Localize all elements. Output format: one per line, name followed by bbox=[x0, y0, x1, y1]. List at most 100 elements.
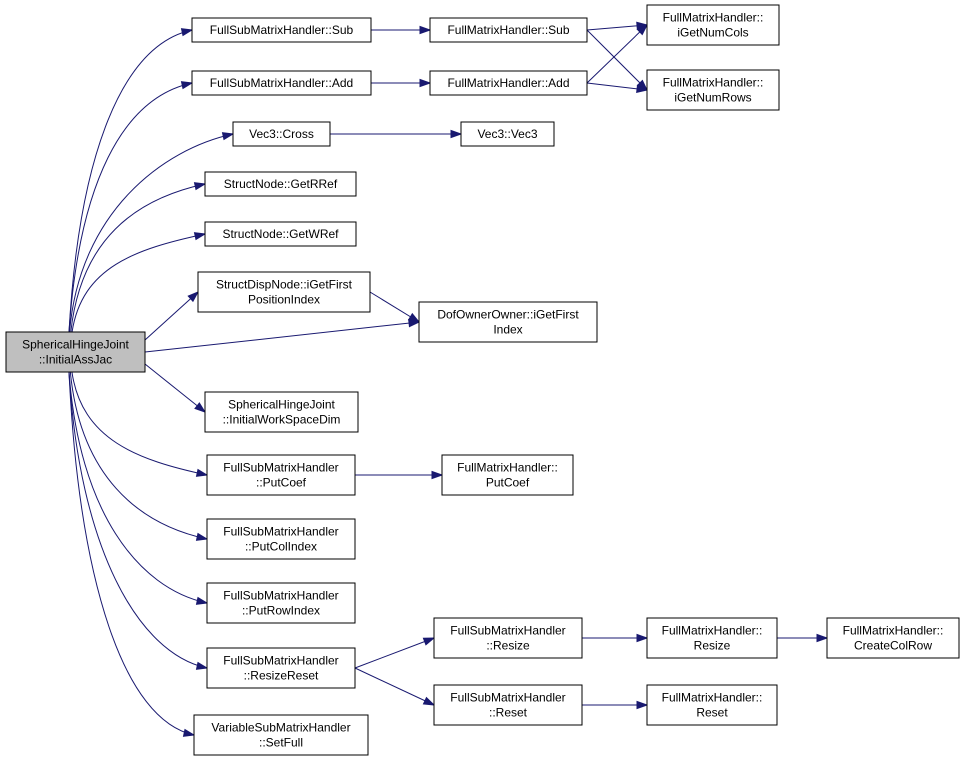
edges-layer bbox=[68, 21, 829, 737]
node-fsm-putcoef[interactable]: FullSubMatrixHandler::PutCoef bbox=[206, 454, 356, 496]
edge-root-to-sn-wref bbox=[71, 233, 206, 333]
node-box bbox=[204, 391, 359, 433]
edge-root-to-fsm-putrow bbox=[68, 371, 208, 604]
node-fsm-sub[interactable]: FullSubMatrixHandler::Sub bbox=[191, 17, 372, 43]
edge-fsm-resizereset-to-fsm-reset-arrowhead bbox=[422, 696, 436, 706]
node-box bbox=[206, 647, 356, 689]
edge-root-to-fsm-putcol-arrowhead bbox=[195, 532, 209, 541]
node-label-line: Vec3::Cross bbox=[249, 127, 314, 141]
edge-root-to-fsm-putcoef bbox=[71, 371, 208, 476]
node-box bbox=[441, 454, 574, 496]
node-label-line: FullSubMatrixHandler bbox=[450, 691, 565, 705]
node-root[interactable]: SphericalHingeJoint::InitialAssJac bbox=[5, 331, 146, 373]
node-label-line: StructNode::GetWRef bbox=[222, 227, 339, 241]
node-fm-rows[interactable]: FullMatrixHandler::iGetNumRows bbox=[646, 69, 780, 111]
edge-fsm-resizereset-to-fsm-reset bbox=[354, 667, 435, 706]
edge-fsm-resizereset-to-fsm-resize bbox=[354, 637, 435, 669]
node-sn-rref[interactable]: StructNode::GetRRef bbox=[204, 171, 357, 197]
node-box bbox=[646, 684, 778, 726]
node-box bbox=[193, 714, 369, 756]
node-label-line: ::SetFull bbox=[259, 736, 303, 750]
node-label-line: StructDispNode::iGetFirst bbox=[216, 278, 353, 292]
node-fm-resize[interactable]: FullMatrixHandler::Resize bbox=[646, 617, 778, 659]
node-label-line: DofOwnerOwner::iGetFirst bbox=[437, 308, 579, 322]
edge-root-to-vsm-setfull bbox=[68, 371, 195, 736]
node-box bbox=[646, 69, 780, 111]
node-label-line: Reset bbox=[696, 706, 728, 720]
node-fm-createcolrow[interactable]: FullMatrixHandler::CreateColRow bbox=[826, 617, 960, 659]
node-label-line: FullMatrixHandler:: bbox=[663, 11, 764, 25]
node-label-line: FullSubMatrixHandler::Sub bbox=[210, 23, 354, 37]
node-fsm-putrow[interactable]: FullSubMatrixHandler::PutRowIndex bbox=[206, 582, 356, 624]
node-vec-vec3[interactable]: Vec3::Vec3 bbox=[460, 121, 555, 147]
node-fm-sub[interactable]: FullMatrixHandler::Sub bbox=[429, 17, 588, 43]
edge-root-to-fsm-putcoef-arrowhead bbox=[195, 468, 209, 477]
node-label-line: FullSubMatrixHandler bbox=[223, 589, 338, 603]
node-label-line: FullSubMatrixHandler bbox=[223, 461, 338, 475]
edge-vec-cross-to-vec-vec3-arrowhead bbox=[450, 129, 463, 139]
node-fsm-resize[interactable]: FullSubMatrixHandler::Resize bbox=[433, 617, 583, 659]
node-label-line: PositionIndex bbox=[248, 293, 320, 307]
edge-fsm-resizereset-to-fsm-resize-arrowhead bbox=[422, 637, 436, 646]
edge-root-to-sdn-pos-arrowhead bbox=[187, 290, 200, 303]
edge-root-to-fsm-add bbox=[68, 82, 193, 333]
node-label-line: FullSubMatrixHandler bbox=[223, 654, 338, 668]
edge-root-to-sn-rref bbox=[70, 183, 206, 333]
node-label-line: PutCoef bbox=[486, 476, 530, 490]
node-label-line: FullMatrixHandler:: bbox=[662, 624, 763, 638]
node-sn-wref[interactable]: StructNode::GetWRef bbox=[204, 221, 357, 247]
node-fsm-reset[interactable]: FullSubMatrixHandler::Reset bbox=[433, 684, 583, 726]
node-box bbox=[232, 121, 331, 147]
edge-root-to-fsm-sub-arrowhead bbox=[180, 28, 194, 37]
node-fsm-putcol[interactable]: FullSubMatrixHandler::PutColIndex bbox=[206, 518, 356, 560]
node-vec-cross[interactable]: Vec3::Cross bbox=[232, 121, 331, 147]
edge-root-to-fsm-add-arrowhead bbox=[180, 81, 194, 90]
edge-root-to-vec-cross bbox=[69, 133, 234, 333]
edge-root-to-sn-rref-arrowhead bbox=[193, 182, 207, 191]
node-box bbox=[204, 171, 357, 197]
node-label-line: FullSubMatrixHandler bbox=[223, 525, 338, 539]
node-fm-reset[interactable]: FullMatrixHandler::Reset bbox=[646, 684, 778, 726]
node-fsm-resizereset[interactable]: FullSubMatrixHandler::ResizeReset bbox=[206, 647, 356, 689]
node-label-line: FullMatrixHandler:: bbox=[663, 76, 764, 90]
node-label-line: ::PutCoef bbox=[256, 476, 307, 490]
edge-root-to-shj-iwsd-arrowhead bbox=[194, 402, 207, 413]
node-label-line: FullMatrixHandler::Sub bbox=[447, 23, 569, 37]
node-fm-add[interactable]: FullMatrixHandler::Add bbox=[429, 70, 588, 96]
node-box bbox=[826, 617, 960, 659]
node-label-line: Resize bbox=[694, 639, 731, 653]
node-shj-iwsd[interactable]: SphericalHingeJoint::InitialWorkSpaceDim bbox=[204, 391, 359, 433]
node-box bbox=[460, 121, 555, 147]
edge-fm-sub-to-fm-rows bbox=[586, 29, 648, 91]
node-label-line: ::InitialAssJac bbox=[39, 353, 112, 367]
node-label-line: ::Reset bbox=[489, 706, 528, 720]
node-label-line: ::PutRowIndex bbox=[242, 604, 320, 618]
node-fsm-add[interactable]: FullSubMatrixHandler::Add bbox=[191, 70, 372, 96]
node-vsm-setfull[interactable]: VariableSubMatrixHandler::SetFull bbox=[193, 714, 369, 756]
node-label-line: FullMatrixHandler:: bbox=[457, 461, 558, 475]
edge-fsm-sub-to-fm-sub-arrowhead bbox=[419, 25, 432, 35]
edge-root-to-shj-iwsd bbox=[144, 363, 206, 413]
node-label-line: CreateColRow bbox=[854, 639, 932, 653]
edge-root-to-sn-wref-arrowhead bbox=[193, 232, 207, 241]
node-fm-cols[interactable]: FullMatrixHandler::iGetNumCols bbox=[646, 4, 780, 46]
node-box bbox=[433, 617, 583, 659]
edge-root-to-fsm-sub bbox=[68, 29, 193, 333]
node-fm-putcoef[interactable]: FullMatrixHandler::PutCoef bbox=[441, 454, 574, 496]
edge-root-to-sdn-pos bbox=[144, 291, 199, 341]
node-box bbox=[429, 17, 588, 43]
node-label-line: FullMatrixHandler::Add bbox=[447, 76, 569, 90]
node-label-line: ::InitialWorkSpaceDim bbox=[223, 413, 341, 427]
node-box bbox=[206, 454, 356, 496]
node-box bbox=[191, 17, 372, 43]
node-box bbox=[204, 221, 357, 247]
node-box bbox=[646, 4, 780, 46]
edge-root-to-fsm-resizereset bbox=[68, 371, 208, 669]
node-label-line: FullSubMatrixHandler::Add bbox=[210, 76, 353, 90]
edge-fsm-resize-to-fm-resize-arrowhead bbox=[636, 633, 649, 643]
node-label-line: iGetNumRows bbox=[674, 91, 751, 105]
edge-root-to-fsm-resizereset-arrowhead bbox=[195, 661, 209, 670]
